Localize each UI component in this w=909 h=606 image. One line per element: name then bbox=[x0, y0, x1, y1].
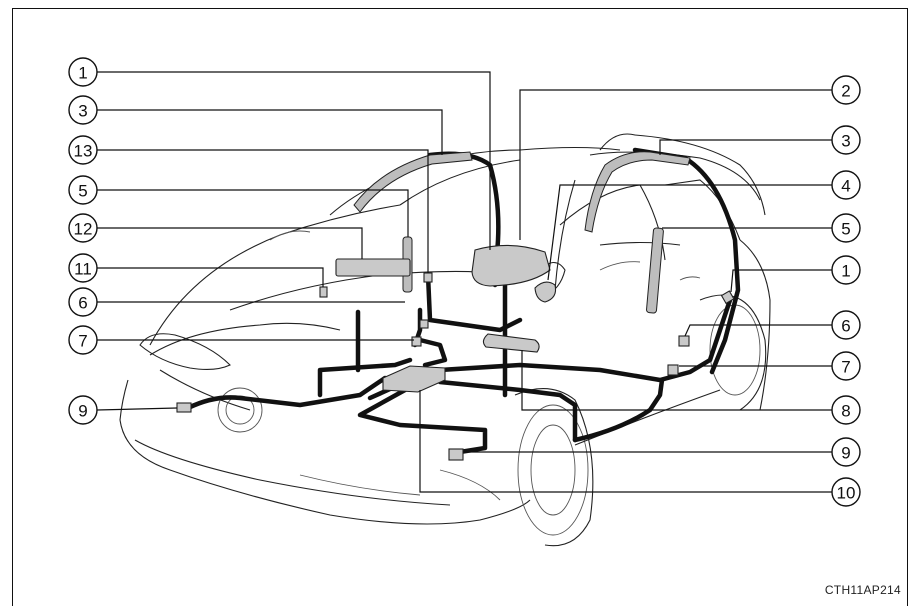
sensor-11 bbox=[319, 286, 328, 298]
callout-right-9: 9 bbox=[831, 437, 861, 467]
front-passenger-airbag bbox=[335, 258, 411, 277]
callout-right-4: 4 bbox=[831, 170, 861, 200]
callout-left-6: 6 bbox=[68, 287, 98, 317]
callout-circle bbox=[68, 253, 98, 283]
callout-right-7: 7 bbox=[831, 351, 861, 381]
buckle-sensor-13 bbox=[423, 272, 433, 283]
callout-circle bbox=[68, 213, 98, 243]
callout-number: 9 bbox=[78, 402, 87, 421]
callout-right-8: 8 bbox=[831, 395, 861, 425]
callout-number: 12 bbox=[74, 220, 93, 239]
side-sensor-left-6 bbox=[419, 319, 429, 329]
callout-number: 9 bbox=[841, 444, 850, 463]
callout-left-12: 12 bbox=[68, 213, 98, 243]
callouts-right: 2 3 4 5 1 6 7 8 9 10 bbox=[831, 75, 861, 507]
callout-number: 5 bbox=[841, 220, 850, 239]
curtain-airbag-left bbox=[353, 151, 473, 213]
callout-right-1: 1 bbox=[831, 255, 861, 285]
curtain-airbag-right bbox=[584, 151, 691, 233]
callout-left-11: 11 bbox=[68, 253, 98, 283]
callout-circle bbox=[68, 57, 98, 87]
callout-number: 1 bbox=[78, 64, 87, 83]
callout-number: 5 bbox=[78, 182, 87, 201]
callout-number: 13 bbox=[74, 142, 93, 161]
callout-number: 6 bbox=[841, 317, 850, 336]
callout-circle bbox=[68, 95, 98, 125]
callout-circle bbox=[831, 170, 861, 200]
leader-lines bbox=[96, 71, 832, 493]
callout-left-13: 13 bbox=[68, 135, 98, 165]
callout-right-2: 2 bbox=[831, 75, 861, 105]
callout-number: 6 bbox=[78, 294, 87, 313]
seat-cushion-airbag bbox=[482, 333, 540, 353]
front-sensor-right bbox=[448, 448, 464, 461]
callout-circle bbox=[831, 213, 861, 243]
callout-left-7: 7 bbox=[68, 325, 98, 355]
figure-code: CTH11AP214 bbox=[824, 583, 901, 597]
callout-left-1: 1 bbox=[68, 57, 98, 87]
callout-number: 11 bbox=[74, 260, 92, 279]
callout-circle bbox=[68, 135, 98, 165]
airbag-components bbox=[176, 151, 735, 461]
callout-number: 7 bbox=[841, 358, 850, 377]
callout-number: 8 bbox=[841, 402, 850, 421]
callout-number: 3 bbox=[841, 132, 850, 151]
side-sensor-right-6 bbox=[678, 335, 690, 347]
callout-number: 7 bbox=[78, 332, 87, 351]
callout-number: 2 bbox=[841, 82, 850, 101]
callout-circle bbox=[831, 437, 861, 467]
callout-circle bbox=[831, 477, 861, 507]
driver-airbag bbox=[471, 244, 551, 287]
callout-circle bbox=[831, 255, 861, 285]
front-sensor-left bbox=[176, 402, 192, 413]
callout-left-5: 5 bbox=[68, 175, 98, 205]
callout-number: 1 bbox=[841, 262, 850, 281]
callout-right-3: 3 bbox=[831, 125, 861, 155]
callout-circle bbox=[68, 175, 98, 205]
callout-circle bbox=[831, 75, 861, 105]
callout-left-9: 9 bbox=[68, 395, 98, 425]
callout-number: 10 bbox=[837, 484, 856, 503]
airbag-sensor-ecu bbox=[382, 365, 446, 393]
callout-circle bbox=[68, 395, 98, 425]
callout-circle bbox=[831, 351, 861, 381]
side-airbag-right bbox=[646, 227, 664, 314]
callout-left-3: 3 bbox=[68, 95, 98, 125]
rear-sensor-right-1 bbox=[720, 290, 735, 305]
figure-frame bbox=[12, 8, 908, 606]
callout-circle bbox=[68, 287, 98, 317]
callout-circle bbox=[68, 325, 98, 355]
callout-number: 3 bbox=[78, 102, 87, 121]
callout-circle bbox=[831, 125, 861, 155]
callout-number: 4 bbox=[841, 177, 850, 196]
callout-circle bbox=[831, 395, 861, 425]
callout-right-6: 6 bbox=[831, 310, 861, 340]
side-sensor-left-7 bbox=[411, 336, 422, 347]
callout-circle bbox=[831, 310, 861, 340]
knee-airbag bbox=[534, 281, 557, 303]
side-sensor-right-7 bbox=[667, 364, 679, 376]
callout-right-10: 10 bbox=[831, 477, 861, 507]
callout-right-5: 5 bbox=[831, 213, 861, 243]
